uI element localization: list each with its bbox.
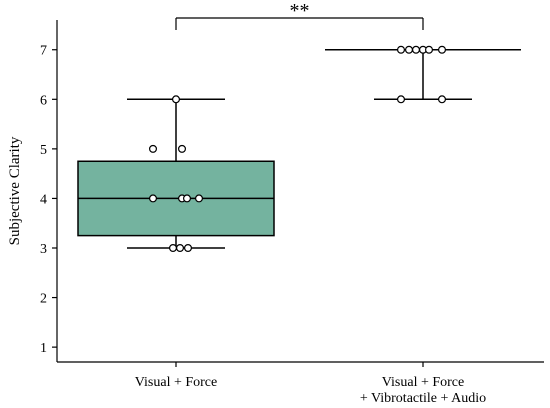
y-tick-label: 5 <box>40 143 47 158</box>
data-point <box>425 45 434 54</box>
data-point <box>184 244 193 253</box>
x-tick-label: + Vibrotactile + Audio <box>360 391 486 406</box>
x-tick-label: Visual + Force <box>135 375 217 390</box>
data-point <box>405 45 414 54</box>
y-tick-label: 2 <box>40 292 47 307</box>
significance-label: ** <box>290 0 310 22</box>
data-point <box>149 194 158 203</box>
y-axis-title: Subjective Clarity <box>7 136 23 245</box>
data-point <box>149 144 158 153</box>
data-point <box>176 244 185 253</box>
x-tick-label: Visual + Force <box>382 375 464 390</box>
data-point <box>397 95 406 104</box>
y-tick-label: 3 <box>40 242 47 257</box>
y-tick-label: 7 <box>40 44 47 59</box>
data-point <box>438 95 447 104</box>
data-point <box>172 95 181 104</box>
data-point <box>178 144 187 153</box>
y-tick-label: 1 <box>40 341 47 356</box>
data-point <box>169 244 178 253</box>
y-tick-label: 6 <box>40 93 47 108</box>
y-tick-label: 4 <box>40 192 47 207</box>
data-point <box>412 45 421 54</box>
data-point <box>438 45 447 54</box>
data-point <box>195 194 204 203</box>
data-point <box>183 194 192 203</box>
data-point <box>397 45 406 54</box>
